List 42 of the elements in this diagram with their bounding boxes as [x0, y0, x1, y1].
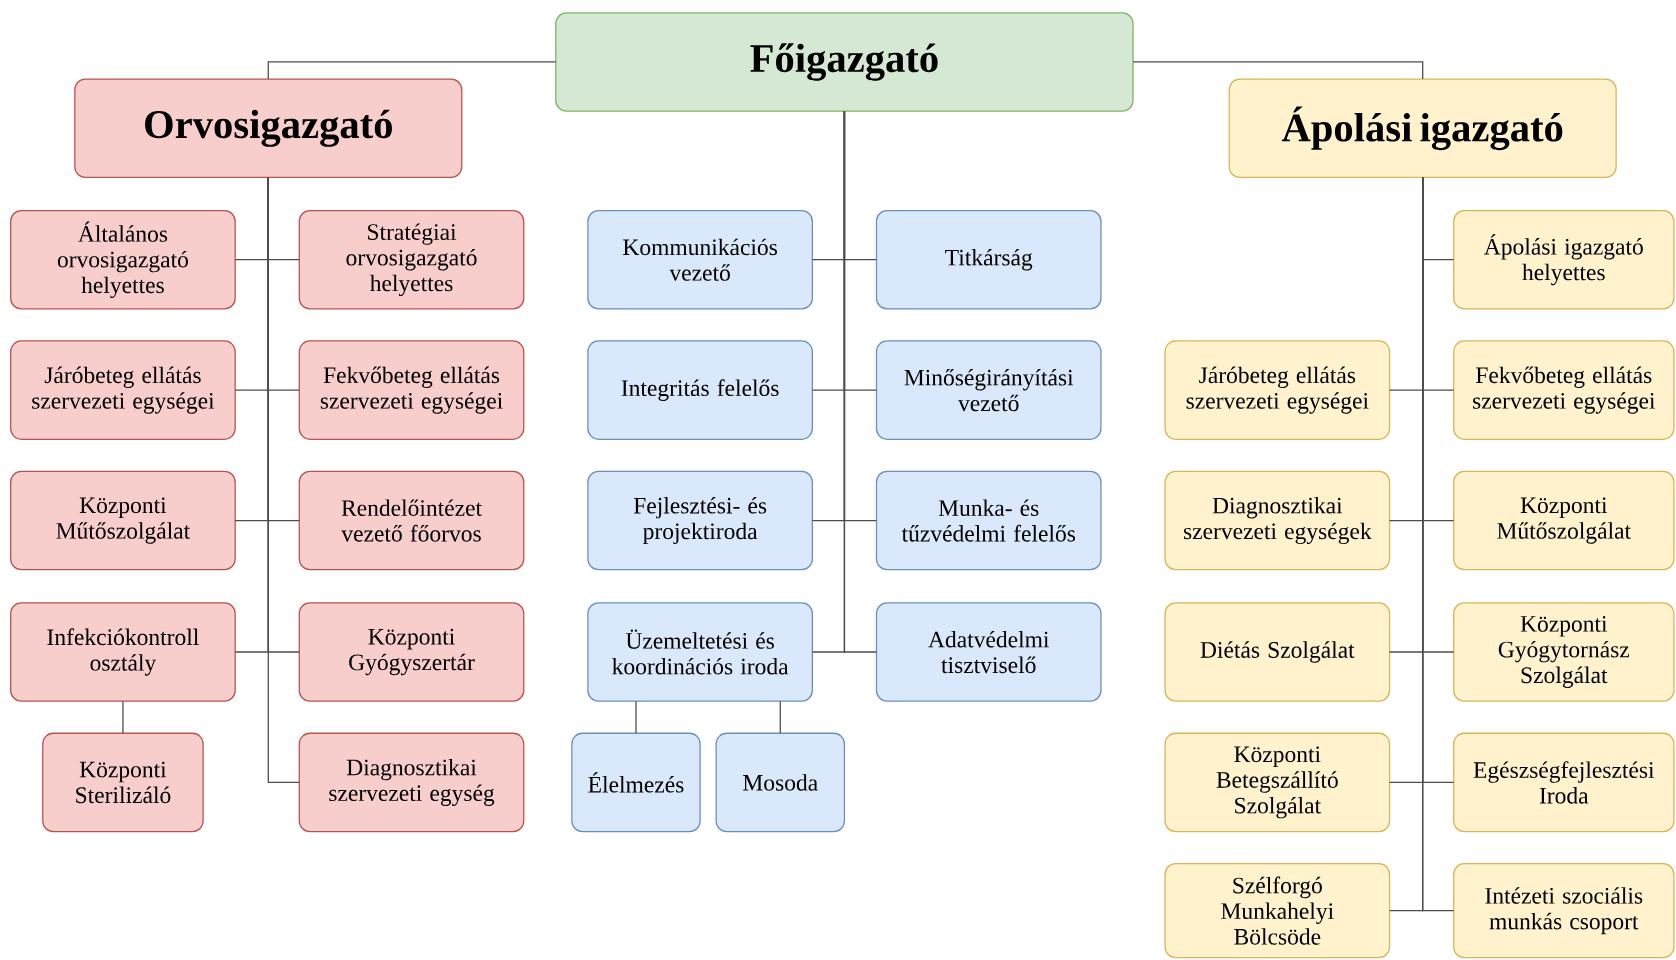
- connector-line: [1422, 176, 1455, 912]
- unit-box: Rendelőintézet vezető főorvos: [298, 470, 525, 571]
- unit-box: Központi Betegszállító Szolgálat: [1164, 732, 1391, 833]
- unit-box: Mosoda: [715, 732, 846, 833]
- connector-line: [267, 61, 557, 80]
- director-box: Főigazgató: [555, 12, 1134, 112]
- unit-box: Központi Műtőszolgálat: [10, 470, 236, 571]
- unit-box: Stratégiai orvosigazgató helyettes: [298, 210, 525, 310]
- unit-box: Élelmezés: [571, 732, 701, 833]
- connector-line: [122, 700, 124, 734]
- unit-box: Adatvédelmi tisztviselő: [875, 602, 1102, 702]
- unit-box: Központi Műtőszolgálat: [1453, 470, 1675, 571]
- unit-box: Minőségirányítási vezető: [875, 340, 1102, 440]
- connector-line: [267, 176, 300, 784]
- unit-box: Szélforgó Munkahelyi Bölcsöde: [1164, 863, 1391, 959]
- unit-box: Fekvőbeteg ellátás szervezeti egységei: [298, 340, 525, 440]
- connector-line: [1132, 61, 1424, 80]
- director-box: Orvosigazgató: [74, 78, 463, 179]
- unit-box: Diétás Szolgálat: [1164, 602, 1391, 702]
- unit-box: Ápolási igazgató helyettes: [1453, 210, 1675, 310]
- unit-box: Infekciókontroll osztály: [10, 602, 236, 702]
- unit-box: Intézeti szociális munkás csoport: [1453, 863, 1675, 959]
- director-box: Ápolási igazgató: [1228, 78, 1617, 179]
- unit-box: Fejlesztési- és projektiroda: [587, 470, 813, 571]
- unit-box: Központi Gyógytornász Szolgálat: [1453, 602, 1675, 702]
- unit-box: Kommunikációs vezető: [587, 210, 813, 310]
- unit-box: Fekvőbeteg ellátás szervezeti egységei: [1453, 340, 1675, 440]
- unit-box: Üzemeltetési és koordinációs iroda: [587, 602, 813, 702]
- unit-box: Általános orvosigazgató helyettes: [10, 210, 236, 310]
- connector-line: [843, 110, 878, 653]
- unit-box: Integritás felelős: [587, 340, 813, 440]
- unit-box: Egészségfejlesztési Iroda: [1453, 732, 1675, 833]
- unit-box: Titkárság: [875, 210, 1102, 310]
- unit-box: Munka- és tűzvédelmi felelős: [875, 470, 1102, 571]
- unit-box: Központi Gyógyszertár: [298, 602, 525, 702]
- unit-box: Diagnosztikai szervezeti egységek: [1164, 470, 1391, 571]
- unit-box: Járóbeteg ellátás szervezeti egységei: [1164, 340, 1391, 440]
- unit-box: Diagnosztikai szervezeti egység: [298, 732, 525, 833]
- connector-line: [635, 700, 637, 734]
- connector-line: [779, 700, 781, 734]
- unit-box: Központi Sterilizáló: [42, 732, 204, 833]
- unit-box: Járóbeteg ellátás szervezeti egységei: [10, 340, 236, 440]
